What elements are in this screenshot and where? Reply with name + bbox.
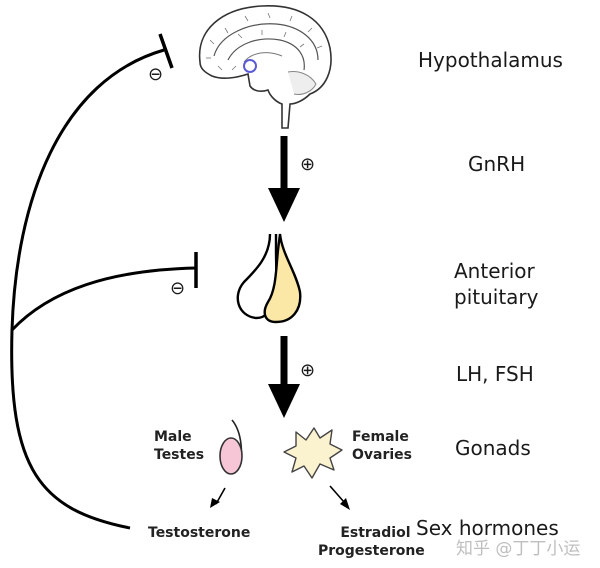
watermark: 知乎 @丁丁小运 bbox=[456, 539, 581, 559]
inhibit-sign-hypothalamus: ⊖ bbox=[148, 64, 164, 85]
testosterone-label: Testosterone bbox=[148, 525, 251, 541]
inhibit-sign-pituitary: ⊖ bbox=[170, 278, 186, 299]
label-lh-fsh: LH, FSH bbox=[456, 362, 534, 386]
ovaries-icon bbox=[283, 427, 343, 479]
estradiol-label: Estradiol bbox=[340, 525, 411, 541]
label-anterior-pituitary: Anterior pituitary bbox=[454, 259, 539, 309]
pituitary-icon bbox=[236, 233, 302, 324]
label-sex-hormones: Sex hormones bbox=[416, 516, 559, 540]
hypothalamus-marker bbox=[243, 59, 257, 73]
stimulate-sign-gnrh: ⊕ bbox=[300, 154, 316, 175]
male-label-line1: Male bbox=[154, 429, 192, 445]
testes-icon bbox=[219, 419, 243, 475]
label-hypothalamus: Hypothalamus bbox=[418, 48, 563, 72]
arrow-gnrh bbox=[268, 136, 300, 222]
feedback-hypothalamus bbox=[10, 33, 174, 530]
arrow-estradiol bbox=[329, 485, 350, 510]
male-label-line2: Testes bbox=[154, 447, 205, 463]
arrow-testosterone bbox=[210, 487, 226, 508]
female-label-line2: Ovaries bbox=[352, 447, 413, 463]
male-label: Male Testes bbox=[154, 428, 204, 464]
arrow-lh-fsh bbox=[268, 336, 300, 418]
feedback-pituitary bbox=[10, 252, 198, 332]
brain-icon bbox=[198, 5, 332, 129]
label-gnrh: GnRH bbox=[468, 152, 526, 176]
female-label: Female Ovaries bbox=[352, 428, 412, 464]
stimulate-sign-lh-fsh: ⊕ bbox=[300, 360, 316, 381]
female-label-line1: Female bbox=[352, 429, 409, 445]
female-hormones-label: Estradiol Progesterone bbox=[318, 524, 425, 560]
label-gonads: Gonads bbox=[455, 436, 531, 460]
progesterone-label: Progesterone bbox=[318, 543, 425, 559]
